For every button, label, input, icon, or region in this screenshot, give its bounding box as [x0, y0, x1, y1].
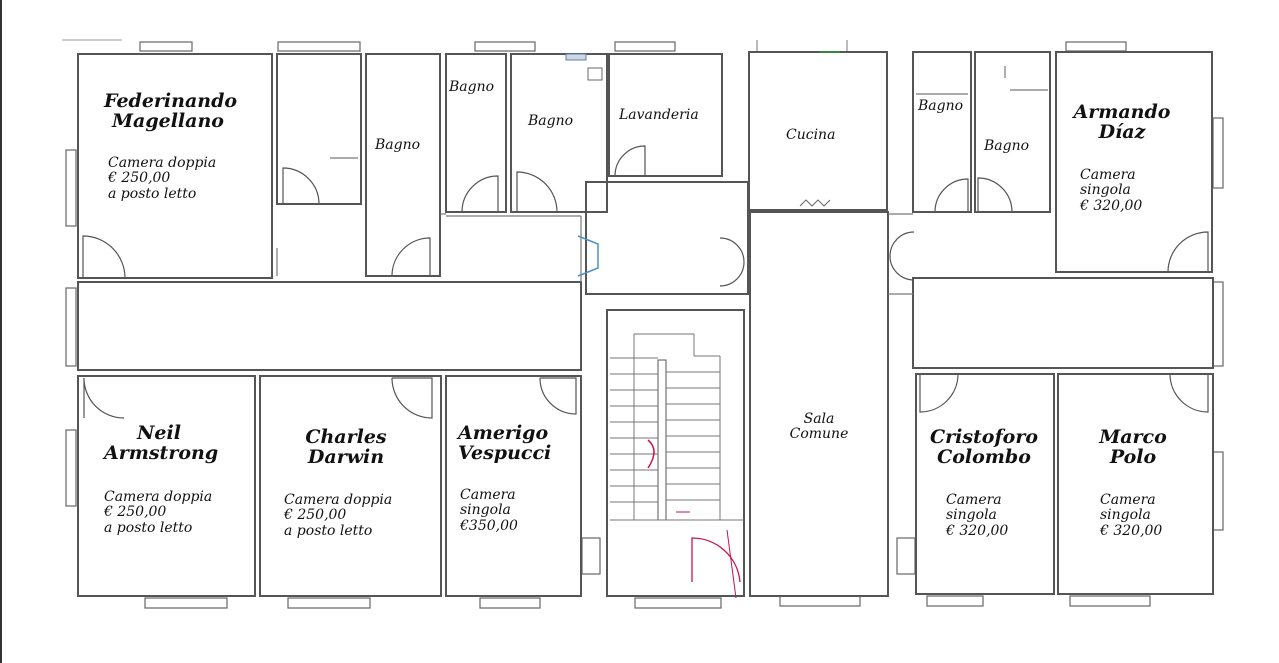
room-darwin-info-line1: Camera doppia	[284, 492, 393, 508]
room-colombo-info-line2: singola	[946, 507, 997, 524]
room-polo-info-line2: singola	[1100, 507, 1151, 524]
top-windows	[62, 39, 1127, 52]
room-vespucci-info-line2: singola	[460, 502, 511, 519]
room-magellano-name-line1: Federinando	[104, 90, 238, 112]
room-polo-info-line3: € 320,00	[1100, 522, 1163, 539]
room-darwin-info-line3: a posto letto	[284, 522, 373, 539]
room-polo-info: Camera singola € 320,00	[1100, 492, 1163, 539]
room-diaz-name-line1: Armando	[1073, 101, 1171, 123]
room-polo-name-line2: Polo	[1109, 445, 1157, 468]
room-magellano-name: Federinando Magellano	[104, 90, 238, 132]
room-vespucci-info-line3: €350,00	[460, 517, 518, 534]
bottom-windows	[144, 595, 1151, 609]
cucina-label: Cucina	[786, 127, 836, 143]
room-diaz-info-line3: € 320,00	[1080, 197, 1143, 214]
room-vespucci-info: Camera singola €350,00	[460, 487, 518, 534]
doors	[82, 145, 1209, 599]
bagno-label-5: Bagno	[984, 138, 1030, 154]
bagno-label-3: Bagno	[528, 113, 574, 129]
sala-comune-line2: Comune	[789, 425, 849, 442]
room-diaz-info-line2: singola	[1080, 182, 1131, 199]
room-magellano-info: Camera doppia € 250,00 a posto letto	[108, 155, 217, 202]
room-colombo-info: Camera singola € 320,00	[946, 492, 1009, 539]
room-darwin-name-line1: Charles	[305, 426, 387, 448]
room-diaz-name: Armando Díaz	[1072, 101, 1172, 143]
room-armstrong-info-line3: a posto letto	[104, 519, 193, 536]
room-vespucci-name-line2: Vespucci	[458, 441, 552, 464]
room-colombo-name-line1: Cristoforo	[929, 426, 1039, 448]
room-diaz-info: Camera singola € 320,00	[1080, 167, 1143, 214]
staircase	[610, 333, 744, 521]
room-colombo-name-line2: Colombo	[937, 445, 1031, 468]
room-polo-name: Marco Polo	[1088, 426, 1178, 468]
room-vespucci-name-line1: Amerigo	[458, 422, 549, 444]
room-vespucci-name: Amerigo Vespucci	[458, 422, 552, 464]
room-darwin-info-line2: € 250,00	[284, 507, 347, 524]
room-colombo-info-line3: € 320,00	[946, 522, 1009, 539]
lavanderia-label: Lavanderia	[619, 107, 699, 123]
room-darwin-info: Camera doppia € 250,00 a posto letto	[284, 492, 393, 539]
room-armstrong-name-line2: Armstrong	[104, 441, 219, 464]
bagno-label-2: Bagno	[449, 79, 495, 95]
room-magellano-info-line1: Camera doppia	[108, 155, 217, 171]
sala-comune-line1: Sala	[803, 411, 835, 427]
room-vespucci-info-line1: Camera	[460, 487, 516, 503]
room-magellano-info-line3: a posto letto	[108, 185, 197, 202]
left-windows	[65, 117, 1224, 575]
sala-comune-label: Sala Comune	[784, 412, 854, 441]
room-polo-name-line1: Marco	[1099, 426, 1167, 448]
room-magellano-name-line2: Magellano	[112, 109, 224, 132]
room-colombo-info-line1: Camera	[946, 492, 1002, 508]
room-colombo-name: Cristoforo Colombo	[928, 426, 1040, 468]
bagno-label-4: Bagno	[918, 98, 964, 114]
room-polo-info-line1: Camera	[1100, 492, 1156, 508]
room-armstrong-info: Camera doppia € 250,00 a posto letto	[104, 489, 213, 536]
room-diaz-info-line1: Camera	[1080, 167, 1136, 183]
room-darwin-name: Charles Darwin	[286, 426, 406, 468]
room-armstrong-info-line2: € 250,00	[104, 504, 167, 521]
room-magellano-info-line2: € 250,00	[108, 170, 171, 187]
room-armstrong-info-line1: Camera doppia	[104, 489, 213, 505]
room-diaz-name-line2: Díaz	[1098, 120, 1146, 143]
room-armstrong-name-line1: Neil	[137, 422, 181, 444]
bagno-label-1: Bagno	[375, 137, 421, 153]
wall-details	[276, 51, 1048, 295]
room-walls	[77, 51, 1214, 597]
room-armstrong-name: Neil Armstrong	[104, 422, 219, 464]
room-darwin-name-line2: Darwin	[307, 445, 385, 468]
